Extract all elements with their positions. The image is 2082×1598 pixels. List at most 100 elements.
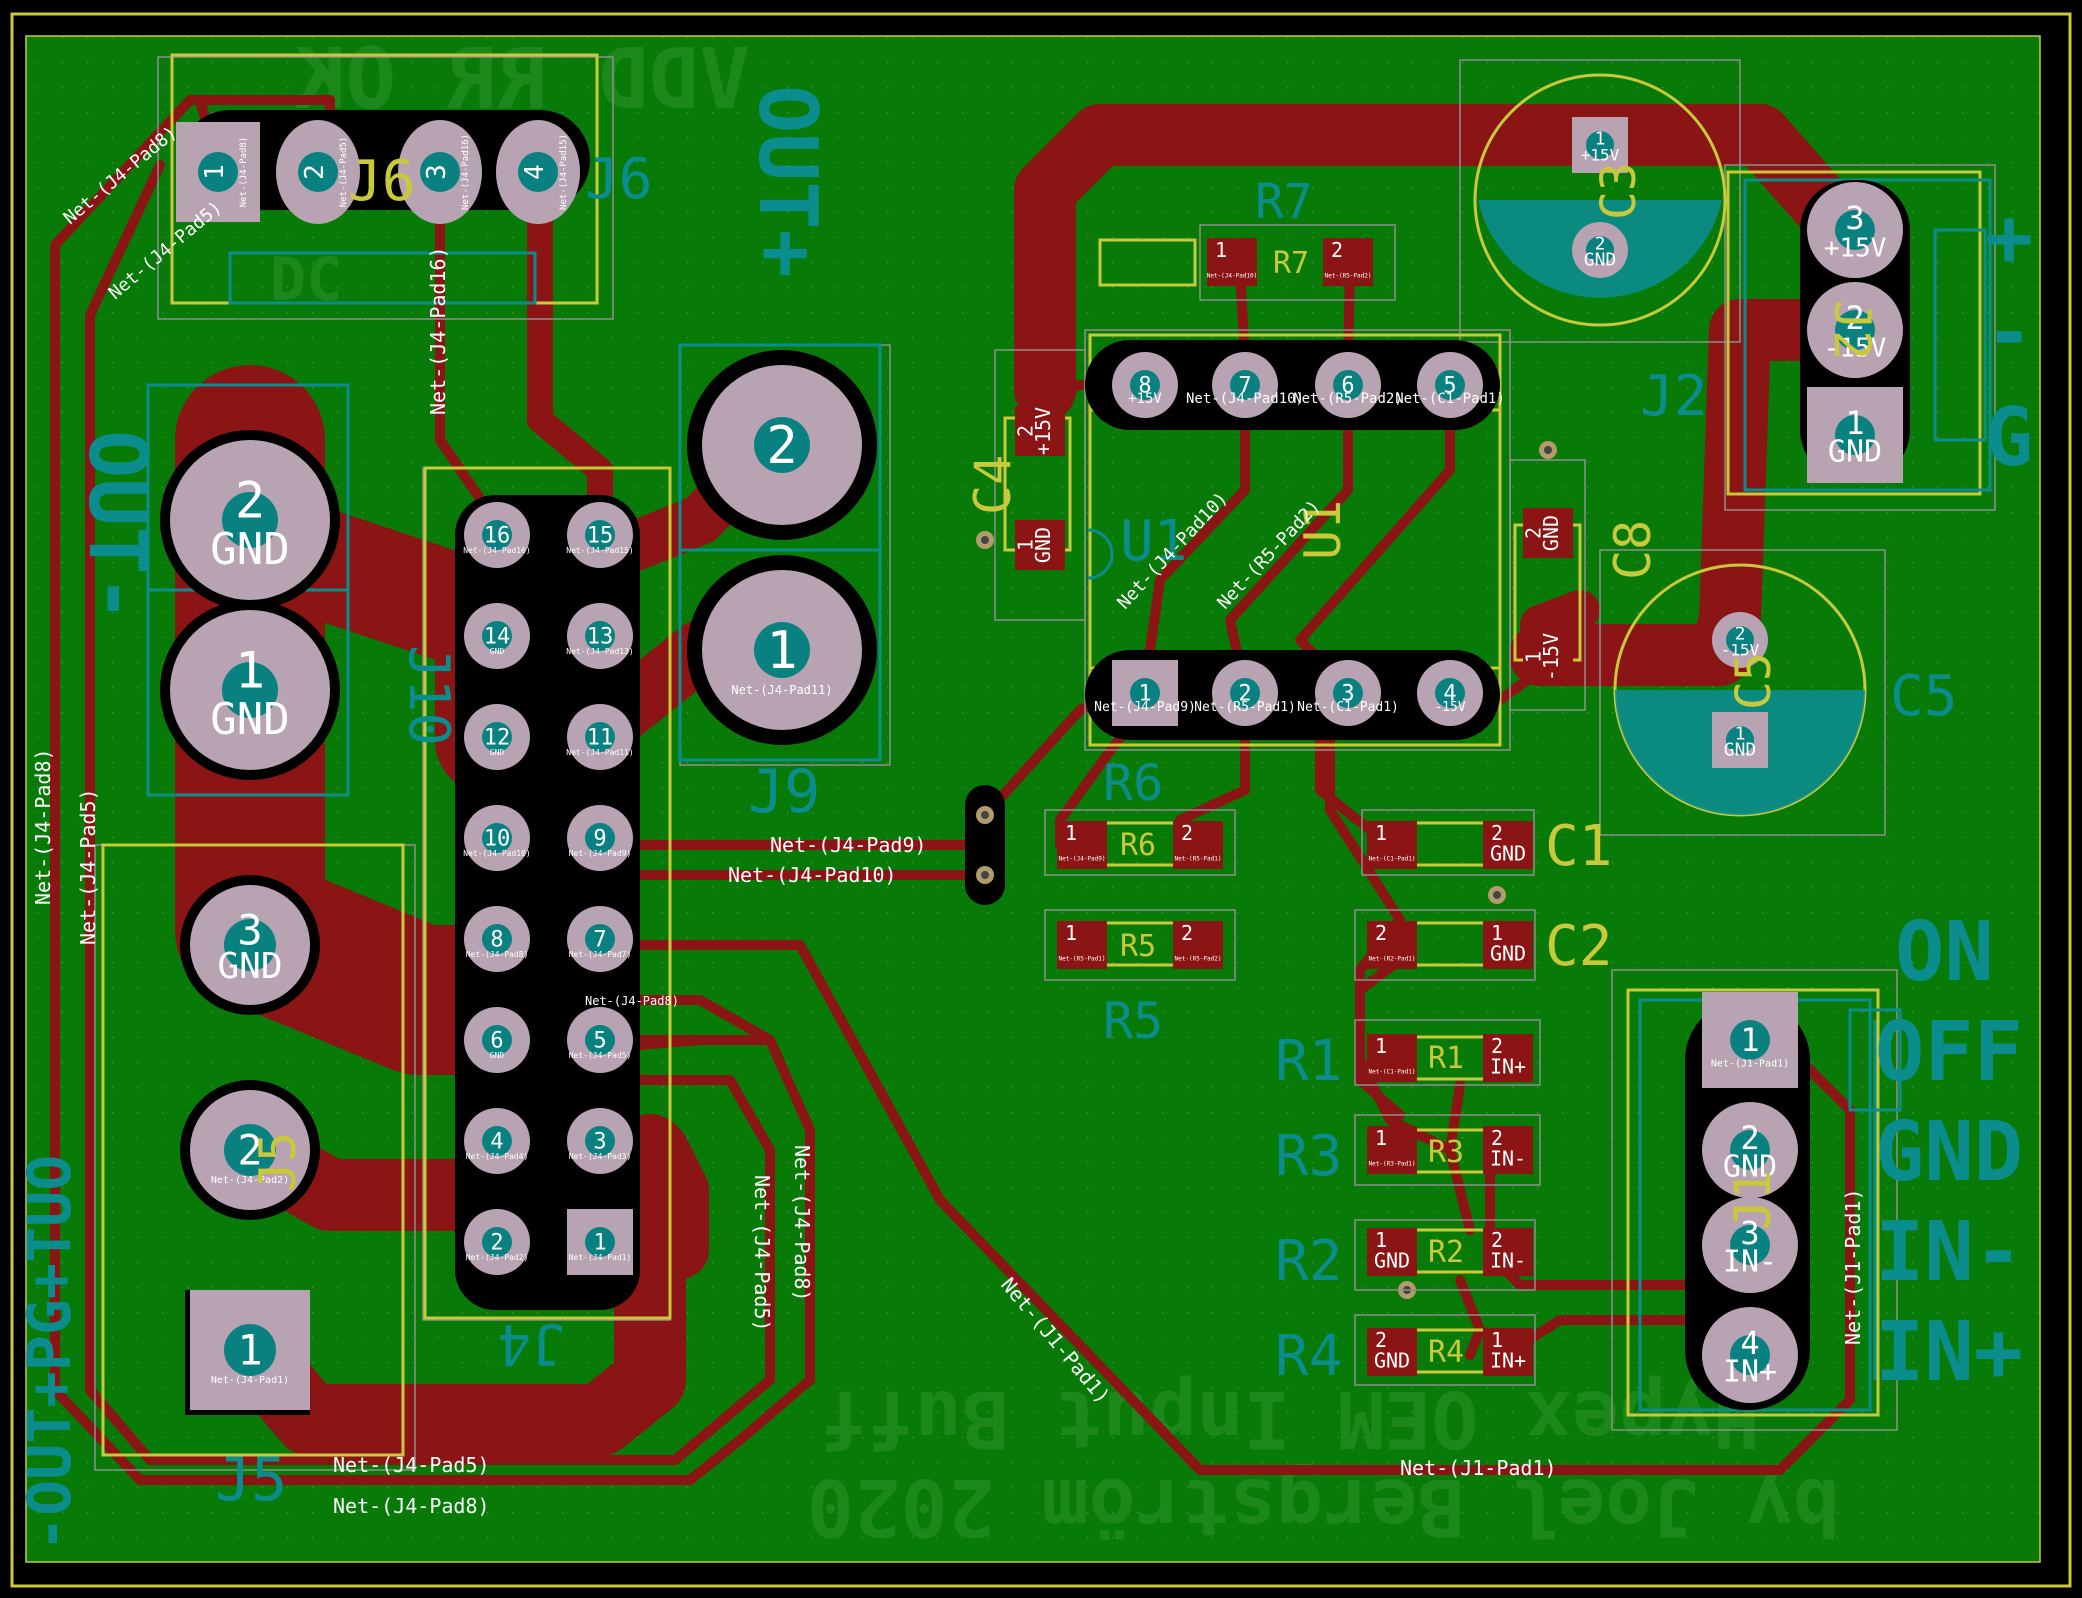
j1-pad-4-net: IN+ <box>1723 1354 1777 1389</box>
j5-pad-3-net: GND <box>217 946 282 987</box>
j2-pad-2-number: 2 <box>1845 299 1864 337</box>
label-j4-pad8-bottom: Net-(J4-Pad8) <box>333 1494 490 1518</box>
j5-pad-1-net: Net-(J4-Pad1) <box>211 1375 289 1386</box>
ref-R5-silk: R5 <box>1103 992 1163 1050</box>
r6-pad-1-number: 1 <box>1065 821 1077 845</box>
j6-pad-4-number: 4 <box>520 164 550 180</box>
board-edge <box>10 12 2072 1588</box>
j4-pad-9-number: 9 <box>593 827 606 852</box>
label-j4-pad5-left: Net-(J4-Pad5) <box>76 788 100 945</box>
r2-pad-2-net: IN- <box>1490 1248 1526 1272</box>
r5-pad-1-net: Net-(R5-Pad1) <box>1059 955 1106 962</box>
j4-pad-10-net: Net-(J4-Pad10) <box>463 849 530 858</box>
j4-pad-8-number: 8 <box>490 928 503 953</box>
trace-c2-r3 <box>1355 955 1405 1120</box>
trace-r1-r3 <box>1445 1080 1475 1235</box>
r5-pad-2-net: Net-(R5-Pad2) <box>1175 955 1222 962</box>
r1-pad-2-net: IN+ <box>1490 1054 1526 1078</box>
c4-pad-1-number: 1 <box>1014 539 1038 551</box>
c4-pad-2-number: 2 <box>1014 425 1038 437</box>
r7-pad-1-number: 1 <box>1215 238 1227 262</box>
j4-pad-7-number: 7 <box>593 928 606 953</box>
r7-pad-1-net: Net-(J4-Pad10) <box>1207 272 1258 279</box>
j4-pad-14-net: GND <box>490 647 505 656</box>
j10-pad-1-net: GND <box>210 694 289 745</box>
label-j4-pad9: Net-(J4-Pad9) <box>770 833 927 857</box>
u1_bot-pad-3-number: 3 <box>1341 682 1354 707</box>
u1_top-pad-8: 8+15V <box>1112 352 1178 418</box>
j4-pad-3-net: Net-(J4-Pad3) <box>569 1152 632 1161</box>
back-silk-bottom-2: by Joel Bergström 2020 <box>807 1461 1840 1551</box>
j6-pad-1-net: Net-(J4-Pad8) <box>239 137 249 207</box>
j5-pad-2-net: Net-(J4-Pad2) <box>211 1175 289 1186</box>
silk-left-vertical: -OUT+PG+TUO <box>15 1155 85 1552</box>
r2-pad-2: 2IN- <box>1483 1228 1533 1276</box>
silk-gnd: GND <box>1875 1105 2023 1200</box>
ref-R2-silk: R2 <box>1275 1229 1342 1294</box>
c8-pad-1: 1-15V <box>1522 632 1573 682</box>
j6-pad-2: 2 Net-(J4-Pad5) <box>276 120 360 224</box>
u1_top-pad-5-number: 5 <box>1443 374 1456 399</box>
r4-pad-1-number: 1 <box>1491 1328 1503 1352</box>
j4-pad-12-number: 12 <box>484 726 511 751</box>
j1-pad-4-number: 4 <box>1740 1324 1759 1362</box>
j4-pad-4-net: Net-(J4-Pad4) <box>466 1152 529 1161</box>
label-j4-pad8-left: Net-(J4-Pad8) <box>31 748 55 905</box>
j2-pad-3: 3+15V <box>1807 182 1903 278</box>
ref-R3: R3 <box>1428 1135 1464 1170</box>
c4-pad-1-net: GND <box>1031 527 1055 563</box>
u1_top-pad-8-number: 8 <box>1138 374 1151 399</box>
j6-pad-2-number: 2 <box>300 164 330 180</box>
ref-R6: R6 <box>1120 828 1156 863</box>
j4-pad-11-net: Net-(J4-Pad11) <box>566 748 633 757</box>
j9-pad-2: 2 <box>702 365 862 525</box>
j4-pad-13-number: 13 <box>587 625 614 650</box>
r4-pad-1: 1IN+ <box>1483 1328 1533 1376</box>
silk-plus: + <box>1985 191 2033 284</box>
silk-g: G <box>1985 391 2033 484</box>
j4-pad-13-net: Net-(J4-Pad13) <box>566 647 633 656</box>
j5-pad-1-number: 1 <box>237 1326 262 1375</box>
ref-C8: C8 <box>1604 520 1662 580</box>
label-j4-pad8-b: Net-(J4-Pad8) <box>790 1145 814 1302</box>
j1-pad-2-number: 2 <box>1740 1119 1759 1157</box>
vias <box>965 441 1557 1299</box>
smd-layer: 1Net-(J4-Pad10)2Net-(R5-Pad2)1Net-(J4-Pa… <box>1014 238 1573 1376</box>
j4-pad-3-number: 3 <box>593 1130 606 1155</box>
r2-pad-2-number: 2 <box>1491 1228 1503 1252</box>
r3-pad-1-net: Net-(R3-Pad1) <box>1369 1160 1416 1167</box>
j1-pad-4: 4IN+ <box>1702 1307 1798 1403</box>
u1_top-pad-7-net: Net-(J4-Pad10) <box>1186 391 1304 407</box>
c1-pad-1-number: 1 <box>1375 821 1387 845</box>
ref-J10: J10 <box>396 645 461 746</box>
label-j4-pad16: Net-(J4-Pad16) <box>426 246 450 415</box>
trace-j6-left-outer <box>50 95 815 1485</box>
c5-pad-1-net: GND <box>1724 739 1757 760</box>
j1-pad-3-number: 3 <box>1740 1214 1759 1252</box>
r6-pad-1-net: Net-(J4-Pad9) <box>1059 855 1106 862</box>
j5-pad-3-number: 3 <box>237 906 262 955</box>
trace-u1-3-r1 <box>1325 715 1455 1155</box>
board-keepout <box>25 35 2041 1563</box>
j6-pad-2-net: Net-(J4-Pad5) <box>339 137 349 207</box>
